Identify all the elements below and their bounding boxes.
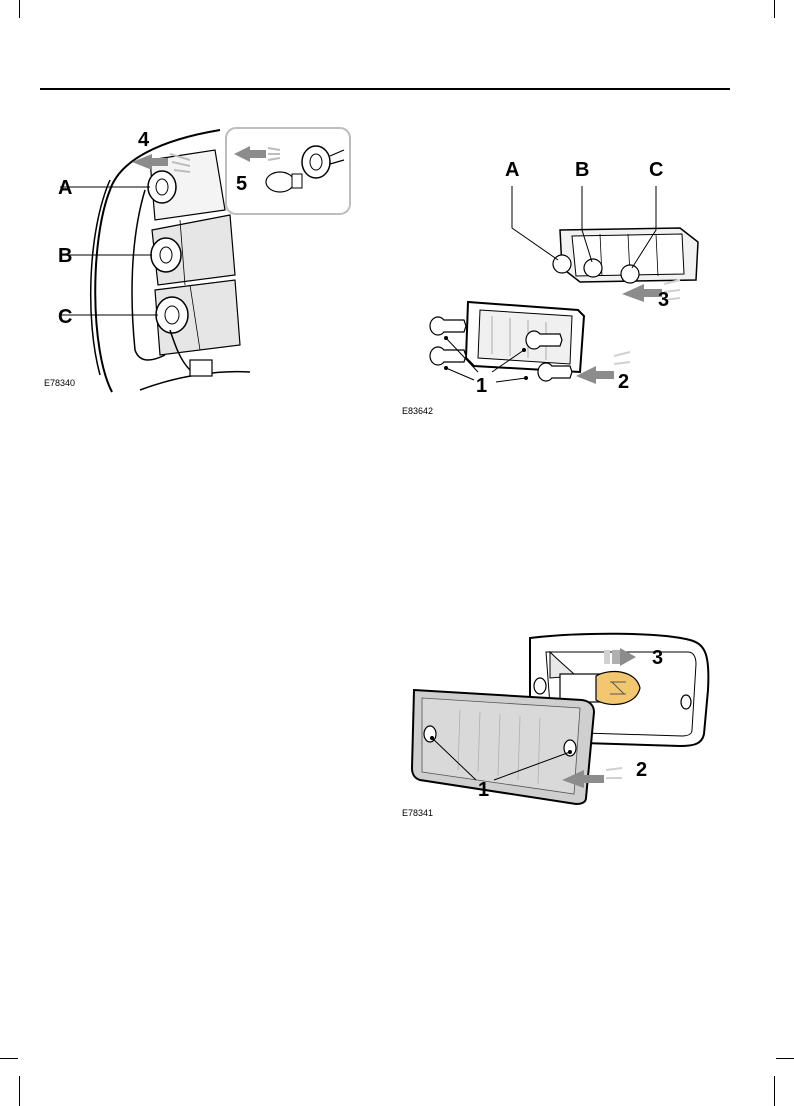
figure-code: E78340 xyxy=(44,378,75,388)
callout-b: B xyxy=(58,246,72,266)
figure-code: E78341 xyxy=(402,808,433,818)
marker-lamp-drawing xyxy=(400,150,720,420)
callout-1: 1 xyxy=(476,376,487,396)
callout-a: A xyxy=(58,178,72,198)
figure-code: E83642 xyxy=(402,406,433,416)
callout-c: C xyxy=(58,307,72,327)
tail-lamp-figure: 4 5 A B C E78340 xyxy=(40,120,360,410)
crop-mark-bottom-right xyxy=(774,1076,775,1106)
marker-lamp-figure: A B C 3 2 1 E83642 xyxy=(400,150,720,420)
crop-mark-bottom-left xyxy=(19,1076,20,1106)
callout-3: 3 xyxy=(652,648,663,668)
callout-2: 2 xyxy=(636,760,647,780)
callout-4: 4 xyxy=(138,130,149,150)
crop-mark-bottom-right-h xyxy=(776,1058,794,1059)
header-rule xyxy=(40,88,730,90)
callout-2: 2 xyxy=(618,372,629,392)
crop-mark-top-left xyxy=(19,0,20,18)
tail-lamp-drawing xyxy=(40,120,360,410)
callout-5: 5 xyxy=(236,174,247,194)
crop-mark-bottom-left-h xyxy=(0,1058,18,1059)
reflector-lamp-figure: 3 2 1 E78341 xyxy=(400,630,720,825)
crop-mark-top-right xyxy=(774,0,775,18)
reflector-lamp-drawing xyxy=(400,630,720,825)
callout-3: 3 xyxy=(658,290,669,310)
callout-b: B xyxy=(575,160,589,180)
callout-1: 1 xyxy=(478,780,489,800)
callout-c: C xyxy=(649,160,663,180)
callout-a: A xyxy=(505,160,519,180)
